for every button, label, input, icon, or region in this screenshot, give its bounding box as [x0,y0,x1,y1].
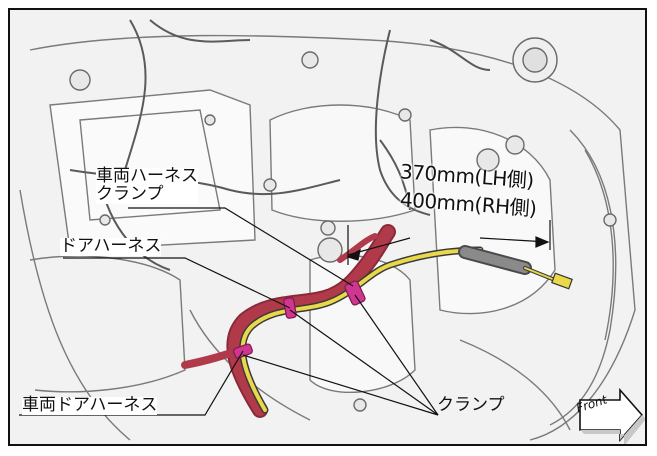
terminal-connector [551,272,573,290]
clamp-3 [344,280,366,306]
front-arrow-icon [579,387,645,444]
diagram-frame [8,8,647,446]
label-vehicle-harness-clamp-line1: 車両ハーネス [96,166,198,186]
label-clamp: クランプ [437,395,505,415]
panel-holes [69,37,617,412]
clamps [233,280,366,359]
label-vehicle-door-harness: 車両ドアハーネス [22,395,158,415]
label-vehicle-harness-clamp: 車両ハーネス クランプ [96,166,198,204]
label-door-harness: ドアハーネス [60,236,162,256]
leader-lines [19,207,439,416]
door-panel-illustration [10,10,645,444]
label-vehicle-harness-clamp-line2: クランプ [96,183,164,204]
dimension-marks [346,220,551,265]
